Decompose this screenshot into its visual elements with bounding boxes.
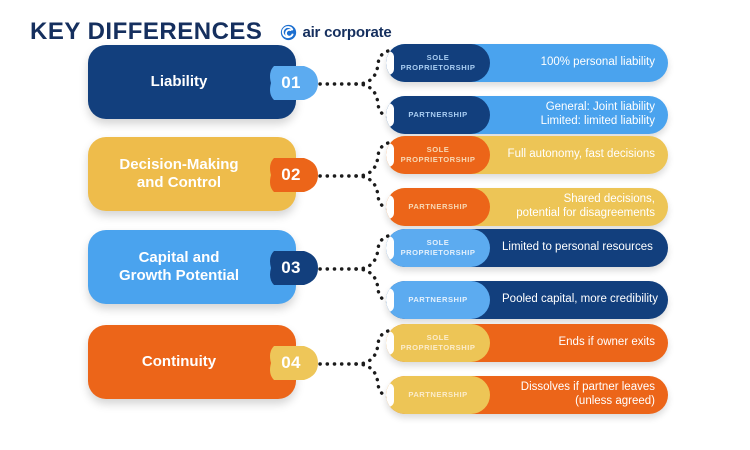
step-number: 04 <box>281 353 301 372</box>
entity-chip-sole: SOLE PROPRIETORSHIP <box>386 229 490 267</box>
entity-chip-label: SOLE PROPRIETORSHIP <box>400 238 476 257</box>
detail-value-partnership: Pooled capital, more credibility <box>502 293 658 306</box>
category-card[interactable]: Decision-Making and Control <box>88 137 296 211</box>
dotted-connector <box>318 329 390 399</box>
step-number-badge: 02 <box>268 154 320 196</box>
category-title: Capital and Growth Potential <box>119 248 239 284</box>
detail-bar-partnership[interactable]: PARTNERSHIP Pooled capital, more credibi… <box>386 281 668 319</box>
detail-bar-sole[interactable]: SOLE PROPRIETORSHIP 100% personal liabil… <box>386 44 668 82</box>
detail-bar-partnership[interactable]: PARTNERSHIP Dissolves if partner leaves … <box>386 376 668 414</box>
category-card[interactable]: Capital and Growth Potential <box>88 230 296 304</box>
comparison-row: Liability 01 SOLE PROPRIETORSHIP 100% pe… <box>0 37 750 134</box>
badge-shape <box>270 346 318 380</box>
entity-chip-label: SOLE PROPRIETORSHIP <box>400 53 476 72</box>
detail-value-sole: 100% personal liability <box>540 56 655 69</box>
step-number-badge: 03 <box>268 247 320 289</box>
header: KEY DIFFERENCES air corporate <box>30 18 392 46</box>
entity-chip-label: PARTNERSHIP <box>408 295 468 305</box>
entity-chip-label: PARTNERSHIP <box>408 202 468 212</box>
step-number: 02 <box>281 165 301 184</box>
category-card[interactable]: Liability <box>88 45 296 119</box>
detail-value-sole: Limited to personal resources <box>502 241 653 254</box>
detail-bar-sole[interactable]: SOLE PROPRIETORSHIP Limited to personal … <box>386 229 668 267</box>
badge-shape <box>270 66 318 100</box>
category-title: Liability <box>150 72 208 90</box>
entity-chip-partnership: PARTNERSHIP <box>386 188 490 226</box>
detail-value-partnership: Dissolves if partner leaves (unless agre… <box>520 381 655 407</box>
detail-bar-sole[interactable]: SOLE PROPRIETORSHIP Full autonomy, fast … <box>386 136 668 174</box>
spiral-logo-icon <box>281 24 297 40</box>
detail-value-partnership: Shared decisions, potential for disagree… <box>516 193 655 219</box>
detail-bar-sole[interactable]: SOLE PROPRIETORSHIP Ends if owner exits <box>386 324 668 362</box>
badge-shape <box>270 251 318 285</box>
entity-chip-label: PARTNERSHIP <box>408 110 468 120</box>
dotted-connector <box>318 234 390 304</box>
step-number: 01 <box>281 73 301 92</box>
comparison-row: Decision-Making and Control 02 SOLE PROP… <box>0 129 750 226</box>
brand-name: air corporate <box>302 23 392 41</box>
entity-chip-sole: SOLE PROPRIETORSHIP <box>386 136 490 174</box>
entity-chip-sole: SOLE PROPRIETORSHIP <box>386 324 490 362</box>
step-number-badge: 01 <box>268 62 320 104</box>
category-title: Decision-Making and Control <box>119 155 239 191</box>
detail-value-sole: Full autonomy, fast decisions <box>507 148 655 161</box>
comparison-row: Capital and Growth Potential 03 SOLE PRO… <box>0 222 750 319</box>
badge-shape <box>270 158 318 192</box>
detail-bar-partnership[interactable]: PARTNERSHIP Shared decisions, potential … <box>386 188 668 226</box>
comparison-row: Continuity 04 SOLE PROPRIETORSHIP Ends i… <box>0 317 750 414</box>
entity-chip-label: SOLE PROPRIETORSHIP <box>400 145 476 164</box>
entity-chip-partnership: PARTNERSHIP <box>386 281 490 319</box>
detail-value-sole: Ends if owner exits <box>558 336 655 349</box>
category-title: Continuity <box>141 352 217 370</box>
category-card[interactable]: Continuity <box>88 325 296 399</box>
detail-bar-partnership[interactable]: PARTNERSHIP General: Joint liability Lim… <box>386 96 668 134</box>
brand-logo: air corporate <box>280 23 392 41</box>
dotted-connector <box>318 141 390 211</box>
entity-chip-label: PARTNERSHIP <box>408 390 468 400</box>
step-number: 03 <box>281 258 301 277</box>
step-number-badge: 04 <box>268 342 320 384</box>
dotted-connector <box>318 49 390 119</box>
entity-chip-label: SOLE PROPRIETORSHIP <box>400 333 476 352</box>
entity-chip-partnership: PARTNERSHIP <box>386 96 490 134</box>
entity-chip-partnership: PARTNERSHIP <box>386 376 490 414</box>
page-title: KEY DIFFERENCES <box>30 18 263 45</box>
detail-value-partnership: General: Joint liability Limited: limite… <box>540 101 655 127</box>
entity-chip-sole: SOLE PROPRIETORSHIP <box>386 44 490 82</box>
